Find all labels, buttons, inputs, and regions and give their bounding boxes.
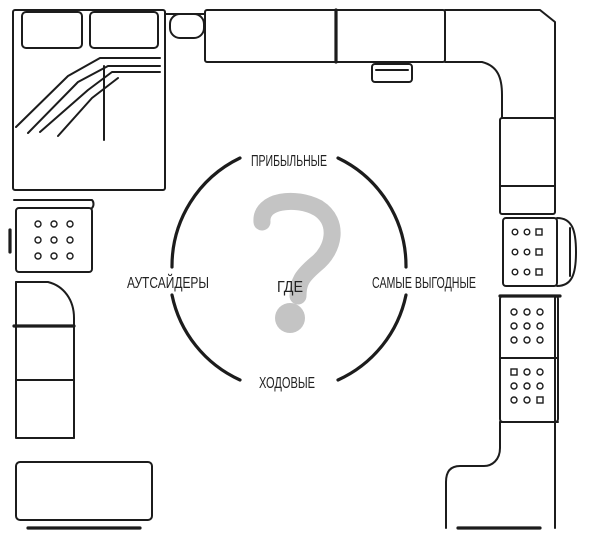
- label-most-beneficial: САМЫЕ ВЫГОДНЫЕ: [372, 275, 476, 292]
- circle-arc-top-left: [170, 156, 242, 269]
- product-dots-left: [34, 220, 74, 260]
- right-wall-shelves: [445, 117, 577, 530]
- question-mark-icon: [253, 192, 341, 333]
- label-outsiders: АУТСАЙДЕРЫ: [127, 273, 209, 292]
- zone-circle: [170, 156, 408, 382]
- product-dots-right-upper: [511, 228, 543, 276]
- label-where: ГДЕ: [277, 279, 303, 296]
- circle-arc-top-right: [336, 156, 408, 269]
- label-profitable: ПРИБЫЛЬНЫЕ: [251, 153, 327, 170]
- label-best-selling: ХОДОВЫЕ: [259, 375, 315, 392]
- product-dots-right-lower: [510, 308, 544, 404]
- top-wall-shelves: [164, 8, 556, 186]
- sofa-display: [12, 9, 166, 191]
- circle-arc-bottom-left: [170, 293, 242, 382]
- left-wall-shelves: [8, 199, 153, 530]
- circle-arc-bottom-right: [336, 293, 408, 382]
